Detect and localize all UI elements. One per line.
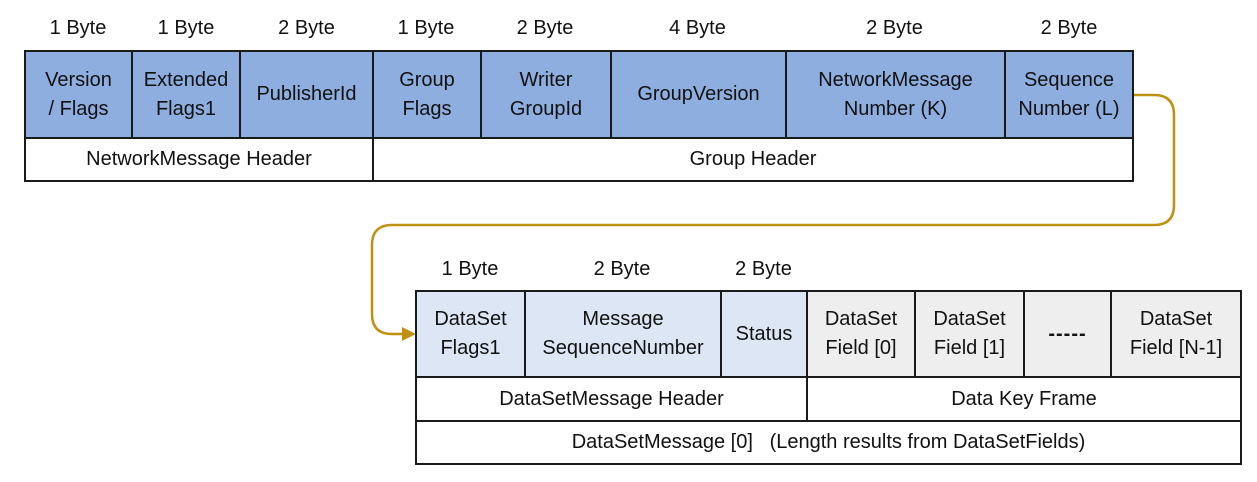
field-publisher-id: PublisherId — [239, 50, 374, 139]
field-dataset-field-0: DataSet Field [0] — [806, 290, 916, 378]
size-label: 2 Byte — [735, 258, 792, 280]
field-ellipsis: ----- — [1023, 290, 1112, 378]
size-label: 2 Byte — [1040, 17, 1098, 39]
field-dataset-field-1: DataSet Field [1] — [914, 290, 1025, 378]
size-label: 2 Byte — [866, 17, 923, 39]
size-label: 1 Byte — [157, 17, 215, 39]
section-network-message-header: NetworkMessage Header — [24, 137, 374, 182]
section-group-header: Group Header — [372, 137, 1134, 182]
field-dataset-field-n-1: DataSet Field [N-1] — [1110, 290, 1242, 378]
field-group-version: GroupVersion — [610, 50, 787, 139]
field-sequence-number: Sequence Number (L) — [1004, 50, 1134, 139]
size-label: 4 Byte — [669, 17, 726, 39]
size-label: 1 Byte — [441, 258, 499, 280]
section-data-key-frame: Data Key Frame — [806, 376, 1242, 422]
section-dataset-message-header: DataSetMessage Header — [415, 376, 808, 422]
field-extended-flags1: Extended Flags1 — [131, 50, 241, 139]
field-writer-group-id: Writer GroupId — [480, 50, 612, 139]
field-status: Status — [720, 290, 808, 378]
size-label: 2 Byte — [593, 258, 651, 280]
size-label: 1 Byte — [49, 17, 107, 39]
size-label: 1 Byte — [397, 17, 455, 39]
field-message-sequence-number: Message SequenceNumber — [524, 290, 722, 378]
field-dataset-flags1: DataSet Flags1 — [415, 290, 526, 378]
field-version-flags: Version / Flags — [24, 50, 133, 139]
size-label: 2 Byte — [516, 17, 574, 39]
size-label: 2 Byte — [278, 17, 335, 39]
dataset-message-footer: DataSetMessage [0] (Length results from … — [415, 420, 1242, 465]
